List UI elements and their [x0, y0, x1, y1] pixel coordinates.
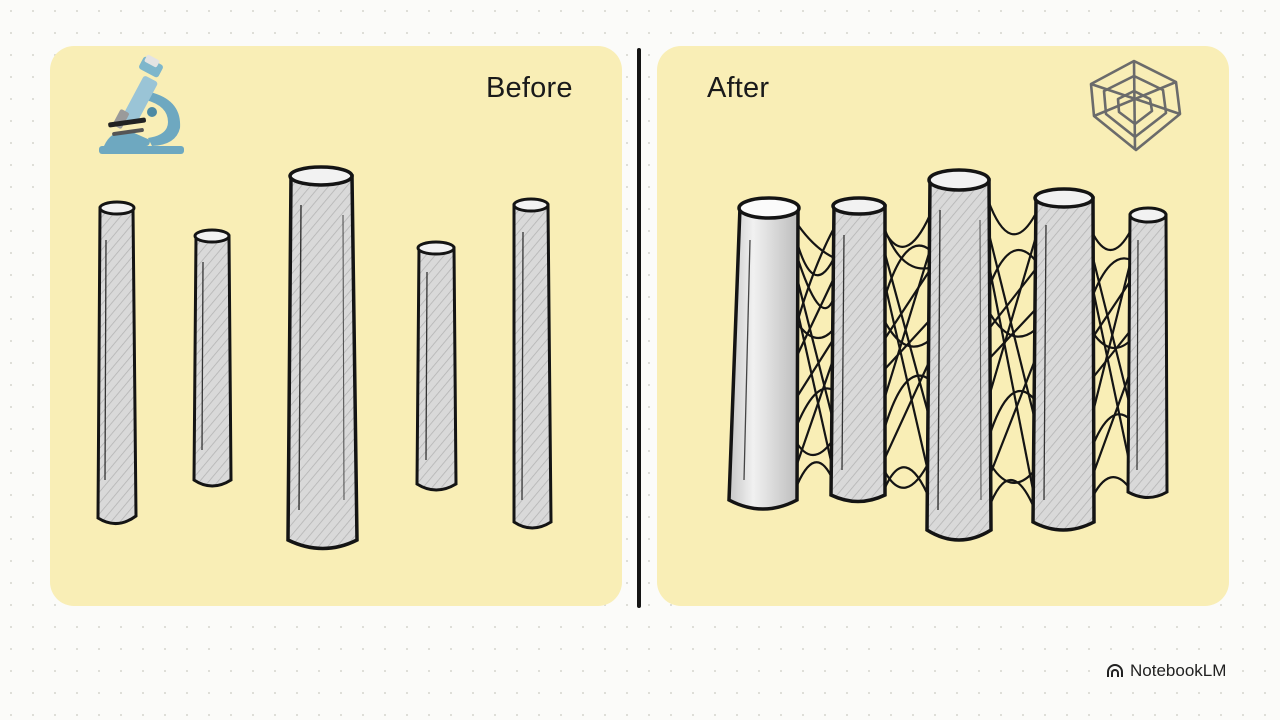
before-pillar-3: [286, 165, 359, 551]
after-pillar-1: [727, 196, 801, 511]
microscope-icon: [99, 54, 184, 154]
after-pillar-2: [829, 196, 887, 504]
before-pillar-2: [192, 228, 233, 488]
after-title: After: [707, 72, 770, 104]
before-pillar-4: [415, 240, 458, 492]
before-pillar-1: [96, 200, 138, 525]
before-title: Before: [486, 72, 573, 104]
after-pillar-5: [1126, 206, 1169, 499]
brand-name: NotebookLM: [1130, 661, 1227, 680]
spider-web-icon: [1089, 59, 1182, 152]
before-pillar-5: [512, 197, 553, 530]
after-pillar-4: [1031, 187, 1096, 532]
notebooklm-brand: NotebookLM: [1106, 660, 1226, 682]
panel-divider: [637, 48, 641, 608]
after-pillar-3: [925, 168, 993, 542]
notebooklm-logo-icon: [1107, 664, 1123, 677]
